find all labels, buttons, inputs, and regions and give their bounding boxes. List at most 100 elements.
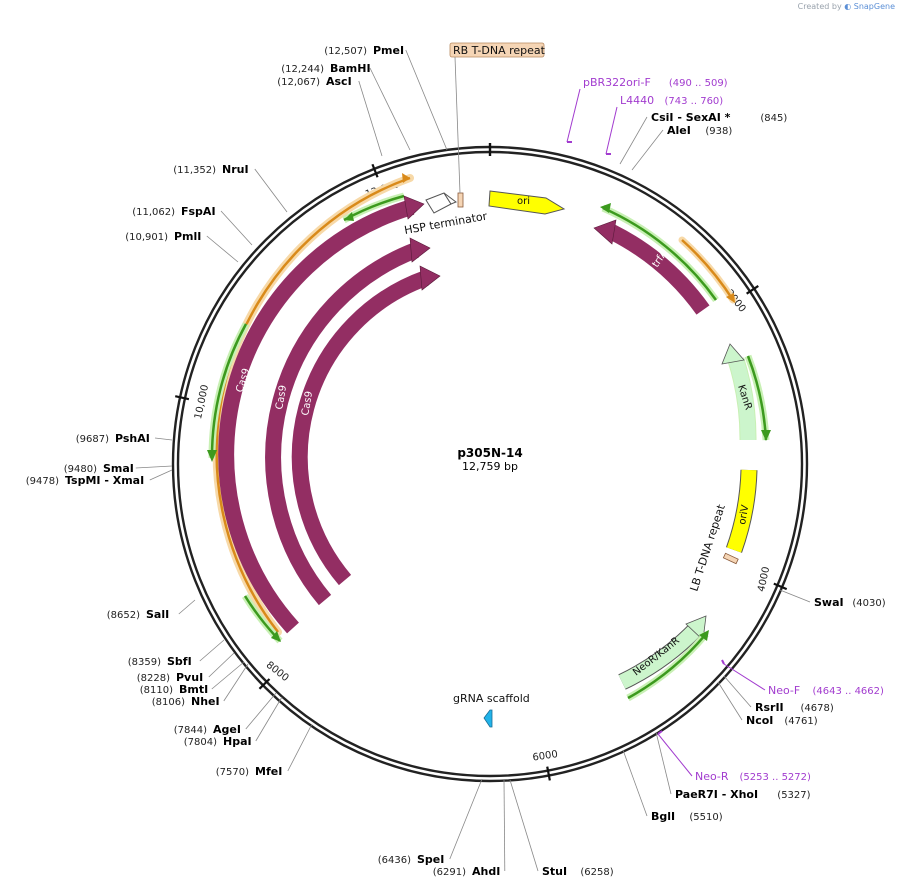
enzyme-site-ahdi[interactable]: (6291)AhdI xyxy=(433,779,506,878)
enzyme-site-swai[interactable]: SwaI (4030) xyxy=(779,589,886,609)
enzyme-site-csii[interactable]: CsiI - SexAI * (845) xyxy=(619,111,787,165)
lb-tdna-label: LB T-DNA repeat xyxy=(687,502,728,593)
primer-l4440[interactable]: L4440(743 .. 760) xyxy=(605,94,723,155)
enzyme-leader xyxy=(287,723,313,772)
enzyme-site-bgli[interactable]: BglI(5510) xyxy=(622,749,723,823)
enzyme-site-paer7i[interactable]: PaeR7I - XhoI(5327) xyxy=(655,731,811,801)
enzyme-site-bamhi[interactable]: (12,244)BamHI xyxy=(281,62,411,151)
primer-name: Neo-F xyxy=(768,684,800,697)
tick-mark xyxy=(371,163,379,178)
plasmid-length: 12,759 bp xyxy=(462,460,518,473)
primer-leader xyxy=(566,88,581,143)
primer-name: pBR322ori-F xyxy=(583,76,651,89)
enzyme-leader xyxy=(220,210,253,246)
enzyme-site-pvui[interactable]: (8228)PvuI xyxy=(137,652,235,684)
enzyme-leader xyxy=(245,692,277,730)
enzyme-site-tspmi[interactable]: (9478)TspMI - XmaI xyxy=(26,469,173,487)
enzyme-site-agei[interactable]: (7844)AgeI xyxy=(174,692,277,736)
enzyme-leader xyxy=(206,235,239,263)
enzyme-site-fspai[interactable]: (11,062)FspAI xyxy=(132,205,253,246)
enzyme-leader xyxy=(723,675,752,708)
enzyme-site-nrui[interactable]: (11,352)NruI xyxy=(173,163,288,213)
enzyme-site-nhei[interactable]: (8106) NheI xyxy=(152,663,249,708)
ori-inline-label: ori xyxy=(517,196,530,207)
enzyme-position: (4030) xyxy=(852,598,885,609)
rb-tdna-label-box xyxy=(449,42,545,58)
enzyme-site-hpai[interactable]: (7804)HpaI xyxy=(184,696,283,748)
enzyme-position: (8106) xyxy=(152,697,185,708)
enzyme-position: (4678) xyxy=(801,703,834,714)
enzyme-name: NheI xyxy=(191,695,220,708)
enzyme-site-smai[interactable]: (9480) SmaI xyxy=(64,462,173,475)
enzyme-name: HpaI xyxy=(223,735,252,748)
enzyme-name: RsrII xyxy=(755,701,784,714)
enzyme-leader xyxy=(149,469,173,481)
enzyme-site-spei[interactable]: (6436)SpeI xyxy=(378,778,483,866)
enzyme-leader xyxy=(135,465,173,469)
enzyme-name: BamHI xyxy=(330,62,371,75)
enzyme-site-alei[interactable]: AleI (938) xyxy=(631,124,732,171)
enzyme-site-stui[interactable]: StuI (6258) xyxy=(509,779,614,878)
enzyme-position: (8359) xyxy=(128,657,161,668)
enzyme-site-asci[interactable]: (12,067)AscI xyxy=(277,75,383,157)
primer-name: L4440 xyxy=(620,94,654,107)
enzyme-position: (7844) xyxy=(174,725,207,736)
enzyme-name: AhdI xyxy=(472,865,500,878)
enzyme-name: PshAI xyxy=(115,432,150,445)
orf-green-b xyxy=(210,323,248,459)
enzyme-position: (6436) xyxy=(378,855,411,866)
enzyme-position: (11,062) xyxy=(132,207,175,218)
enzyme-leader xyxy=(199,639,225,662)
primer-neo-r[interactable]: Neo-R(5253 .. 5272) xyxy=(657,730,811,783)
enzyme-position: (9480) xyxy=(64,464,97,475)
cas9-inner-arrowhead-icon xyxy=(419,265,441,291)
primer-sites: pBR322ori-F (490 .. 509) L4440(743 .. 760)… xyxy=(566,76,884,783)
cas9-middle-label: Cas9 xyxy=(274,384,289,410)
enzyme-site-ncoi[interactable]: NcoI (4761) xyxy=(717,681,818,727)
kanr-arc xyxy=(728,357,756,441)
trfa-arc xyxy=(608,224,710,315)
enzyme-leader xyxy=(358,80,383,157)
primer-leader xyxy=(605,106,618,155)
enzyme-leader xyxy=(255,696,283,742)
oriv-inline-label: oriV xyxy=(737,504,751,526)
enzyme-site-rsrii[interactable]: RsrII (4678) xyxy=(723,675,834,714)
enzyme-position: (8652) xyxy=(107,610,140,621)
orf-green-c-arrowhead-icon xyxy=(271,631,281,642)
enzyme-name: CsiI - SexAI * xyxy=(651,111,731,124)
enzyme-leader xyxy=(631,129,664,171)
primer-name: Neo-R xyxy=(695,770,729,783)
enzyme-site-bmti[interactable]: (8110)BmtI xyxy=(140,661,245,696)
primer-neo-f[interactable]: Neo-F(4643 .. 4662) xyxy=(721,659,884,697)
enzyme-name: SwaI xyxy=(814,596,844,609)
cas9-inner-arc xyxy=(291,270,429,586)
primer-range: (490 .. 509) xyxy=(669,78,728,89)
enzyme-name: NcoI xyxy=(746,714,773,727)
enzyme-site-pmli[interactable]: (10,901)PmlI xyxy=(125,230,239,263)
enzyme-name: BglI xyxy=(651,810,675,823)
credit-brand: SnapGene xyxy=(853,2,895,11)
rb-tdna-leader xyxy=(454,56,461,194)
enzyme-position: (6258) xyxy=(580,867,613,878)
enzyme-name: MfeI xyxy=(255,765,282,778)
enzyme-position: (938) xyxy=(705,126,732,137)
enzyme-name: SmaI xyxy=(103,462,134,475)
primer-pbr322ori-f[interactable]: pBR322ori-F (490 .. 509) xyxy=(566,76,728,143)
enzyme-position: (845) xyxy=(760,113,787,124)
enzyme-site-pshai[interactable]: (9687) PshAI xyxy=(76,432,173,445)
enzyme-name: PaeR7I - XhoI xyxy=(675,788,758,801)
enzyme-site-sali[interactable]: (8652)SalI xyxy=(107,599,196,621)
trfa-arrowhead-icon xyxy=(593,219,617,245)
enzyme-name: StuI xyxy=(542,865,567,878)
enzyme-position: (4761) xyxy=(784,716,817,727)
orf-green-d-arrowhead-icon xyxy=(600,203,611,213)
tick-mark xyxy=(773,582,788,591)
plasmid-name: p305N-14 xyxy=(457,446,522,460)
enzyme-position: (9687) xyxy=(76,434,109,445)
enzyme-site-pmei[interactable]: (12,507)PmeI xyxy=(324,44,448,151)
enzyme-name: AleI xyxy=(667,124,691,137)
primer-arrow-icon xyxy=(721,659,725,665)
enzyme-site-sbfi[interactable]: (8359)SbfI xyxy=(128,639,225,668)
enzyme-site-mfei[interactable]: (7570)MfeI xyxy=(216,723,313,778)
